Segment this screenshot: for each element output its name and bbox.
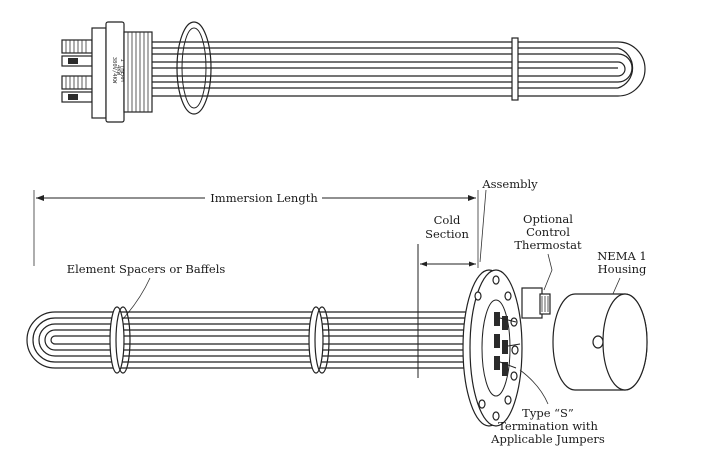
- thermostat-label-2: Control: [526, 225, 570, 239]
- hex-fitting: 4KW 380V/4KW 1 THERM: [91, 21, 153, 123]
- head-stamp-3: 1 THERM: [119, 58, 125, 82]
- immersion-length-label: Immersion Length: [210, 191, 318, 205]
- spacer-baffle-left: [109, 306, 131, 374]
- thermostat: [521, 287, 551, 319]
- immersion-length-dimension: [33, 190, 479, 268]
- thermostat-label-3: Thermostat: [514, 238, 582, 252]
- flange: [462, 269, 523, 427]
- thermostat-label-1: Optional: [523, 212, 573, 226]
- spacer-baffle-right: [308, 306, 330, 374]
- termination-label-3: Applicable Jumpers: [490, 432, 605, 446]
- element-spacers-label: Element Spacers or Baffels: [67, 262, 226, 276]
- termination-label-2: Termination with: [498, 419, 598, 433]
- terminal-studs: [61, 39, 93, 103]
- assembly-label: Assembly: [481, 177, 538, 191]
- housing-label-1: NEMA 1: [597, 249, 647, 263]
- cold-section-label-1: Cold: [434, 213, 461, 227]
- top-view-heater: 4KW 380V/4KW 1 THERM: [61, 21, 646, 123]
- bottom-view-assembly: Immersion Length Assembly Cold Section E…: [26, 177, 648, 446]
- cold-section-label-2: Section: [425, 227, 469, 241]
- housing-label-2: Housing: [598, 262, 647, 276]
- element-tubes: [152, 37, 646, 101]
- bottom-element-tubes: [26, 311, 470, 369]
- head-stamp-2: 380V/4KW: [111, 57, 117, 84]
- nema-1-housing: [552, 293, 648, 391]
- head-stamp-1: 4KW: [115, 65, 121, 76]
- termination-label-1: Type “S”: [522, 406, 574, 420]
